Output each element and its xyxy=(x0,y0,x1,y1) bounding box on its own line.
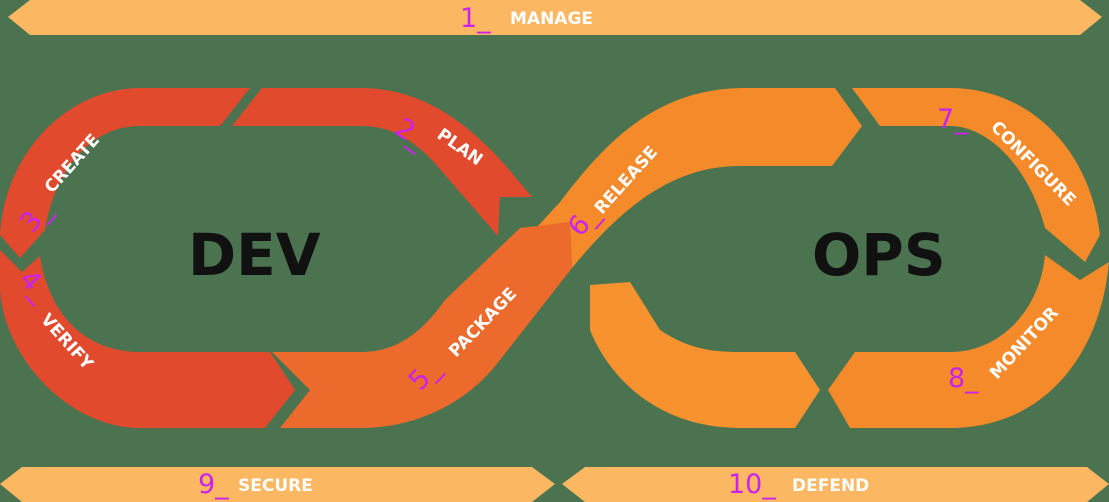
dev-center-label: DEV xyxy=(188,221,321,289)
package-arrow xyxy=(272,222,572,428)
defend-label: DEFEND xyxy=(792,476,869,496)
plan-arrow xyxy=(232,88,532,236)
manage-number: 1_ xyxy=(460,3,491,34)
defend-band xyxy=(562,467,1109,502)
monitor-arrow xyxy=(828,255,1109,428)
ops-center-label: OPS xyxy=(812,221,946,289)
verify-arrow xyxy=(0,250,295,428)
configure-arrow xyxy=(852,88,1100,262)
manage-band xyxy=(8,0,1102,35)
ops-lower-arrow xyxy=(590,282,820,428)
monitor-number: 8_ xyxy=(948,363,979,394)
manage-label: MANAGE xyxy=(510,9,593,29)
secure-label: SECURE xyxy=(238,476,313,496)
secure-number: 9_ xyxy=(198,469,229,500)
configure-number: 7_ xyxy=(937,104,968,135)
defend-number: 10_ xyxy=(728,469,776,500)
secure-band xyxy=(0,467,555,502)
create-arrow xyxy=(0,88,250,258)
release-arrow xyxy=(538,88,862,268)
